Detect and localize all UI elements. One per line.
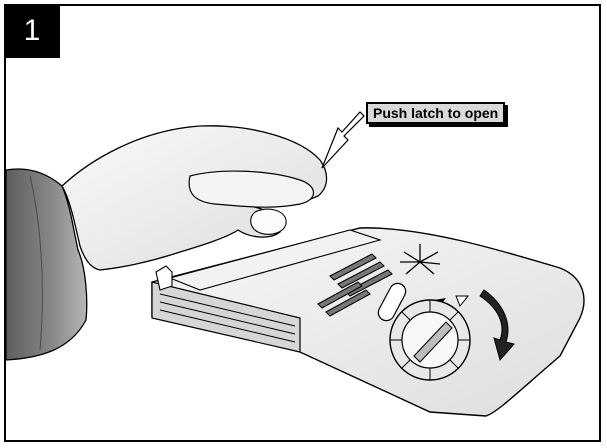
callout-label: Push latch to open xyxy=(366,102,506,124)
step-number-badge: 1 xyxy=(4,4,60,58)
rotate-arrow-icon xyxy=(479,289,515,362)
sight-window xyxy=(377,282,407,322)
latch[interactable] xyxy=(155,265,173,291)
pointer-arrow-icon xyxy=(321,111,365,169)
vent-slots xyxy=(317,253,393,317)
sliding-lid xyxy=(168,229,382,291)
rinse-aid-indicator-icon xyxy=(400,244,441,275)
sleeve xyxy=(5,168,88,361)
dispenser-body xyxy=(151,227,585,417)
dial-knob[interactable] xyxy=(389,299,471,381)
